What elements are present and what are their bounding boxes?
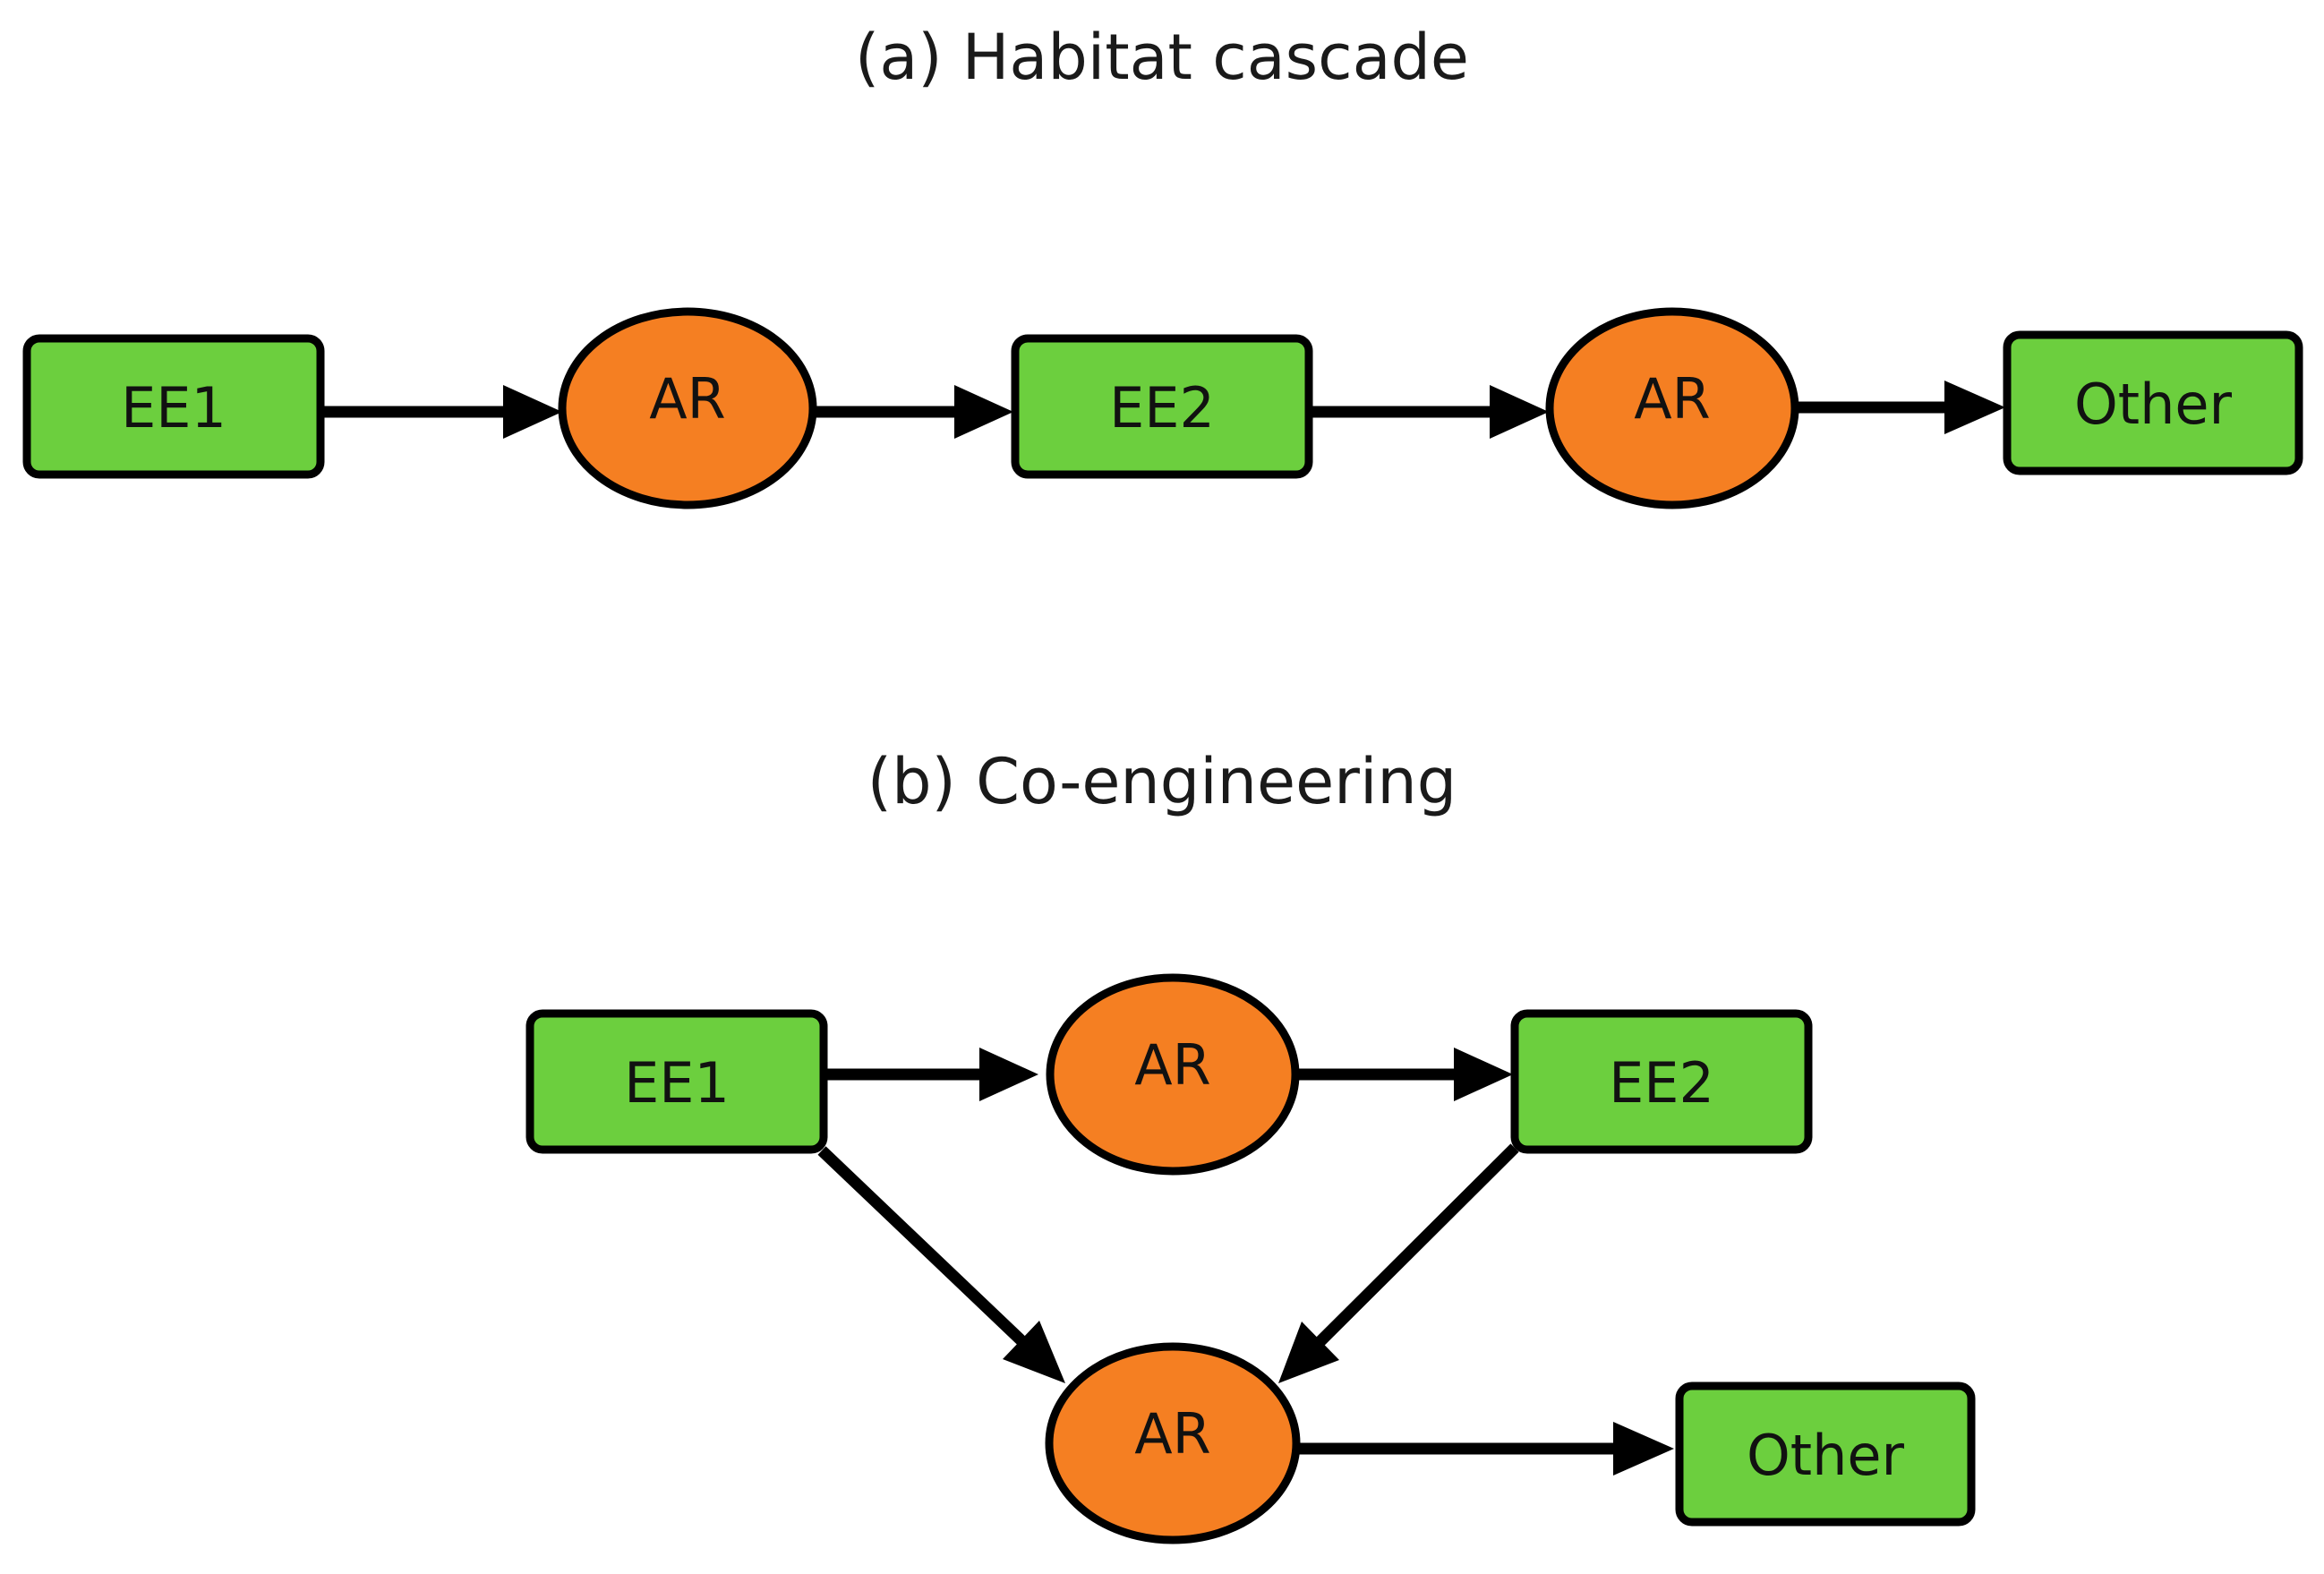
edge-b-ee1-to-ar-top [824, 1048, 1038, 1101]
node-b-other: Other [1675, 1382, 1976, 1527]
node-a-ar1: AR [558, 307, 817, 509]
node-label: AR [649, 366, 726, 432]
node-label: Other [1747, 1423, 1905, 1488]
panel-habitat-cascade: (a) Habitat cascade EE1 AR E [22, 21, 2303, 509]
node-label: EE1 [121, 375, 226, 441]
edge-b-ee2-to-ar-bottom [1278, 1143, 1519, 1383]
node-label: EE2 [1109, 375, 1215, 441]
node-a-ar2: AR [1545, 307, 1799, 509]
node-a-ee2: EE2 [1011, 334, 1313, 479]
node-b-ee1: EE1 [525, 1009, 828, 1154]
edge-b-ar-bottom-to-other [1296, 1422, 1674, 1476]
node-label: AR [1134, 1032, 1211, 1098]
node-a-other: Other [2003, 330, 2303, 475]
node-label: Other [2074, 372, 2233, 437]
edge-a-ee2-to-ar2 [1309, 385, 1549, 439]
node-b-ar-top: AR [1046, 973, 1300, 1176]
node-label: EE1 [624, 1050, 730, 1116]
edge-b-ee1-to-ar-bottom [817, 1146, 1065, 1383]
node-a-ee1: EE1 [22, 334, 325, 479]
node-label: AR [1634, 366, 1711, 432]
panel-a-title: (a) Habitat cascade [855, 21, 1469, 94]
panel-b-title: (b) Co-engineering [867, 745, 1457, 818]
edge-a-ar1-to-ee2 [813, 385, 1013, 439]
node-b-ee2: EE2 [1510, 1009, 1813, 1154]
edge-a-ar2-to-other [1795, 381, 2005, 434]
node-label: AR [1134, 1401, 1211, 1467]
panel-co-engineering: (b) Co-engineering EE1 AR [525, 745, 1976, 1544]
edge-a-ee1-to-ar1 [320, 385, 562, 439]
node-label: EE2 [1609, 1050, 1714, 1116]
node-b-ar-bottom: AR [1045, 1342, 1301, 1544]
edge-b-ar-top-to-ee2 [1294, 1048, 1513, 1101]
